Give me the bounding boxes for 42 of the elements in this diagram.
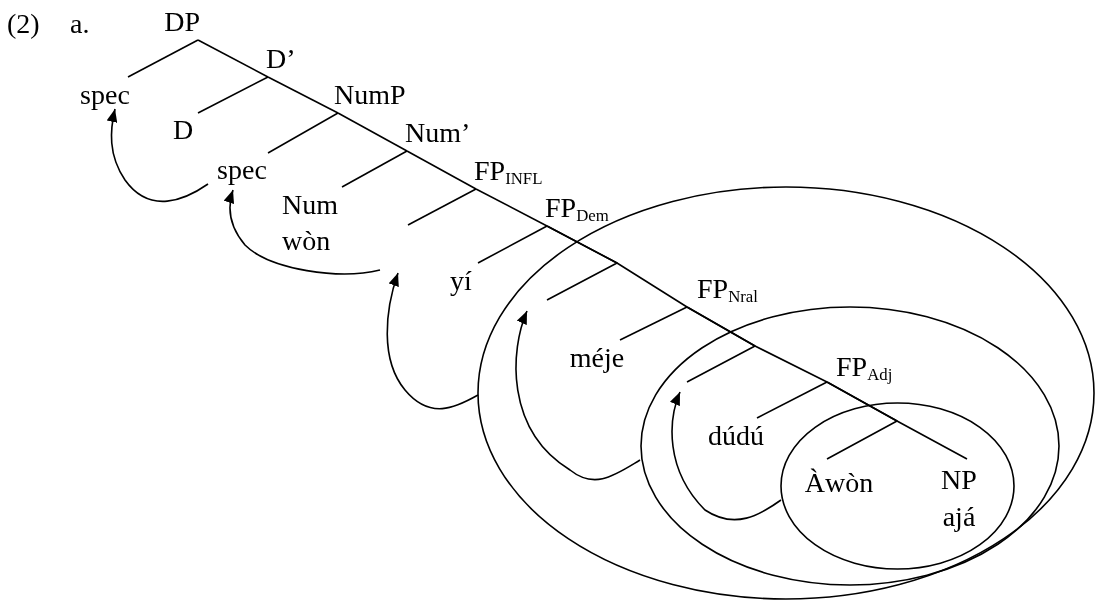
- tree-branch: [406, 150, 477, 190]
- tree-branch: [337, 112, 408, 152]
- movement-arrow: [670, 391, 782, 521]
- category-label: NumP: [334, 77, 406, 112]
- category-label: D’: [266, 41, 296, 76]
- word-label: ajá: [942, 499, 976, 534]
- example-number: (2): [7, 10, 40, 38]
- tree-branch: [341, 150, 408, 188]
- word-label: dúdú: [708, 419, 764, 453]
- category-label: spec: [217, 153, 267, 187]
- movement-arrow: [224, 189, 381, 275]
- word-label: yí: [450, 264, 472, 298]
- category-label: DP: [164, 4, 200, 39]
- category-label: Num’: [405, 115, 471, 150]
- item-letter: a.: [70, 10, 90, 38]
- word-label: wòn: [282, 224, 331, 259]
- category-label: FP$_{Nral}$: [697, 271, 758, 307]
- category-label: D: [172, 113, 194, 147]
- tree-branch: [267, 76, 339, 114]
- tree-branch: [475, 188, 548, 227]
- category-label: NP: [941, 463, 977, 498]
- word-label: Àwòn: [804, 465, 874, 500]
- word-label: méje: [569, 341, 625, 375]
- category-label: Num: [282, 188, 338, 222]
- tree-branch: [267, 112, 339, 154]
- movement-arrow: [515, 310, 641, 481]
- tree-branch: [477, 225, 548, 264]
- category-label: FP$_{Adj}$: [836, 349, 893, 385]
- category-label: FP$_{INFL}$: [474, 153, 543, 189]
- tree-branch: [756, 381, 828, 419]
- tree-branch: [686, 306, 828, 383]
- tree-branch: [197, 39, 269, 78]
- category-label: FP$_{Dem}$: [545, 190, 609, 226]
- movement-arrow: [386, 272, 479, 410]
- category-label: spec: [80, 78, 130, 112]
- tree-branch: [546, 225, 688, 308]
- movement-arrow: [106, 108, 209, 203]
- tree-branch: [127, 39, 199, 78]
- tree-branch: [197, 76, 269, 114]
- tree-branch: [619, 306, 688, 341]
- tree-branch: [826, 381, 968, 460]
- tree-branch: [407, 188, 477, 226]
